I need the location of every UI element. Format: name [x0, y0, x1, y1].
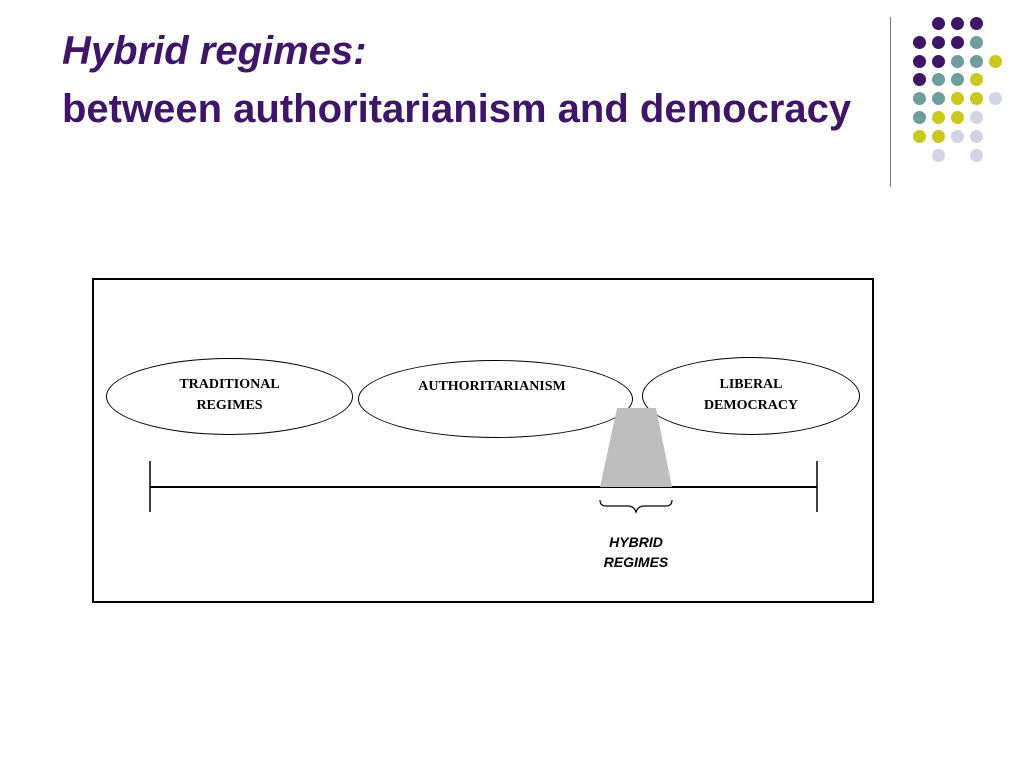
decorative-vertical-line — [890, 17, 891, 187]
decorative-dot — [951, 55, 964, 68]
traditional-regimes-line-2: REGIMES — [196, 398, 263, 413]
hybrid-zone-trapezoid — [600, 408, 672, 487]
decorative-dot — [913, 111, 926, 124]
decorative-dot — [970, 36, 983, 49]
decorative-dot — [951, 73, 964, 86]
decorative-dot — [970, 73, 983, 86]
decorative-dot — [913, 36, 926, 49]
title-line-1: Hybrid regimes: — [62, 29, 367, 73]
traditional-regimes-label: TRADITIONAL REGIMES — [106, 374, 353, 416]
decorative-dot — [932, 92, 945, 105]
decorative-dot — [970, 92, 983, 105]
decorative-dot — [932, 17, 945, 30]
decorative-dot — [932, 149, 945, 162]
decorative-dot — [932, 55, 945, 68]
decorative-dot — [951, 130, 964, 143]
decorative-dot — [989, 92, 1002, 105]
decorative-dot — [970, 130, 983, 143]
decorative-dot — [932, 36, 945, 49]
slide-title: Hybrid regimes: between authoritarianism… — [62, 26, 862, 142]
decorative-dot — [932, 111, 945, 124]
decorative-dot — [970, 55, 983, 68]
title-line-2: between authoritarianism and democracy — [62, 87, 852, 131]
decorative-dot — [951, 111, 964, 124]
hybrid-regimes-label: HYBRID REGIMES — [586, 532, 686, 572]
decorative-dot — [951, 36, 964, 49]
hybrid-regimes-line-2: REGIMES — [603, 554, 669, 570]
traditional-regimes-line-1: TRADITIONAL — [179, 377, 280, 392]
decorative-dot-grid — [0, 0, 1024, 180]
traditional-regimes-ellipse — [106, 358, 353, 435]
decorative-dot — [970, 17, 983, 30]
hybrid-regimes-line-1: HYBRID — [609, 534, 663, 550]
decorative-dot — [932, 130, 945, 143]
hybrid-brace — [599, 499, 673, 514]
decorative-dot — [932, 73, 945, 86]
decorative-dot — [989, 55, 1002, 68]
decorative-dot — [913, 92, 926, 105]
diagram-frame — [92, 278, 874, 603]
decorative-dot — [913, 73, 926, 86]
decorative-dot — [951, 17, 964, 30]
liberal-democracy-ellipse — [642, 357, 860, 435]
liberal-democracy-line-2: DEMOCRACY — [703, 398, 799, 413]
liberal-democracy-label: LIBERAL DEMOCRACY — [642, 374, 860, 416]
decorative-dot — [951, 92, 964, 105]
decorative-dot — [913, 130, 926, 143]
liberal-democracy-line-1: LIBERAL — [719, 377, 783, 392]
decorative-dot — [970, 149, 983, 162]
authoritarianism-line-1: AUTHORITARIANISM — [418, 379, 566, 394]
decorative-dot — [913, 55, 926, 68]
decorative-dot — [970, 111, 983, 124]
authoritarianism-ellipse — [358, 360, 633, 438]
authoritarianism-label: AUTHORITARIANISM — [358, 376, 626, 397]
